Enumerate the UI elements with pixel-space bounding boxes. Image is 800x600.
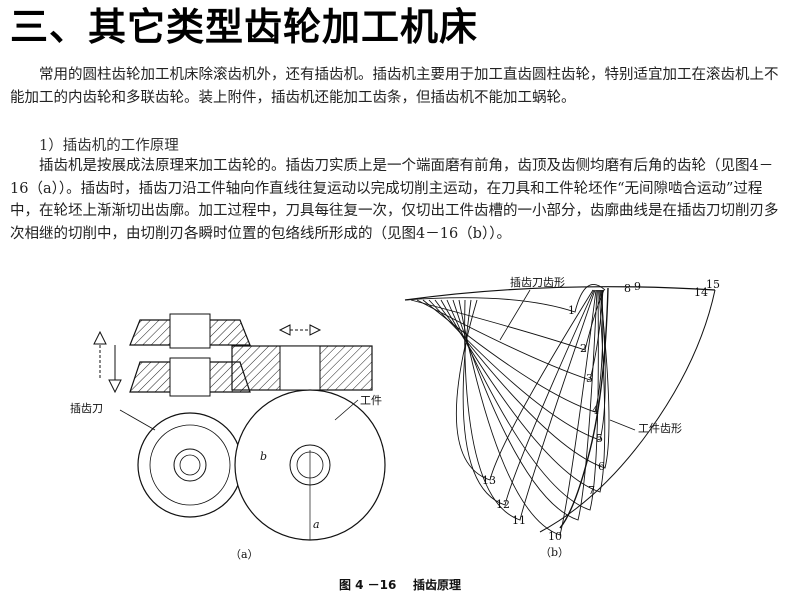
position-number: 8 bbox=[624, 282, 631, 295]
cutter-gear bbox=[137, 412, 243, 518]
paragraph-intro: 常用的圆柱齿轮加工机床除滚齿机外，还有插齿机。插齿机主要用于加工直齿圆柱齿轮，特… bbox=[10, 67, 779, 106]
label-workpiece: 工件 bbox=[360, 394, 382, 407]
position-number: 11 bbox=[512, 514, 526, 527]
label-workpiece-profile: 工件齿形 bbox=[638, 422, 682, 435]
envelope-curve bbox=[462, 289, 595, 506]
label-cutter-profile: 插齿刀齿形 bbox=[510, 275, 565, 289]
cutter-top-arc bbox=[404, 286, 716, 301]
label-b: b bbox=[260, 450, 267, 463]
workpiece-profile-curve bbox=[559, 287, 609, 529]
envelope-curve bbox=[464, 289, 596, 521]
position-number: 1 bbox=[568, 304, 575, 317]
position-number: 14 bbox=[694, 286, 708, 299]
envelope-curve bbox=[458, 289, 597, 536]
workpiece-section bbox=[231, 345, 373, 391]
envelope-curve bbox=[446, 289, 599, 511]
position-number: 9 bbox=[634, 280, 641, 293]
position-number: 6 bbox=[598, 460, 605, 473]
position-number: 4 bbox=[592, 404, 599, 417]
label-a: a bbox=[313, 518, 320, 531]
position-number: 15 bbox=[706, 278, 720, 291]
position-number: 10 bbox=[548, 530, 562, 543]
horizontal-motion-arrows bbox=[278, 324, 322, 336]
outer-envelope bbox=[539, 289, 716, 533]
workpiece-wheel bbox=[234, 389, 386, 541]
slide-title: 三、其它类型齿轮加工机床 bbox=[10, 5, 479, 49]
cutter-section-upper bbox=[129, 313, 251, 349]
figure-a-diagram: 插齿刀 工件 b a （a） bbox=[70, 313, 386, 561]
vertical-motion-arrows bbox=[93, 330, 122, 394]
envelope-curve bbox=[452, 289, 598, 521]
paragraph-principle: 插齿机是按展成法原理来加工齿轮的。插齿刀实质上是一个端面磨有前角，齿顶及齿侧均磨… bbox=[10, 158, 779, 242]
position-number: 3 bbox=[586, 372, 593, 385]
envelope-curve bbox=[434, 289, 610, 469]
position-number: 2 bbox=[580, 342, 587, 355]
position-number: 13 bbox=[482, 474, 496, 487]
subheading-working-principle: 1）插齿机的工作原理 bbox=[39, 138, 179, 154]
envelope-curves bbox=[404, 284, 610, 536]
figure-a-sublabel: （a） bbox=[230, 548, 259, 561]
cutter-section-lower bbox=[129, 357, 251, 397]
position-number: 12 bbox=[496, 498, 510, 511]
label-cutter: 插齿刀 bbox=[70, 401, 103, 415]
envelope-curve bbox=[404, 284, 606, 313]
envelope-curve bbox=[416, 289, 604, 381]
position-number: 5 bbox=[596, 432, 603, 445]
figure-b-sublabel: （b） bbox=[540, 546, 569, 559]
envelope-curve bbox=[440, 289, 606, 493]
position-number: 7 bbox=[588, 484, 595, 497]
figure-caption: 图 4 －16 插齿原理 bbox=[338, 578, 462, 592]
envelope-curve bbox=[455, 289, 594, 481]
